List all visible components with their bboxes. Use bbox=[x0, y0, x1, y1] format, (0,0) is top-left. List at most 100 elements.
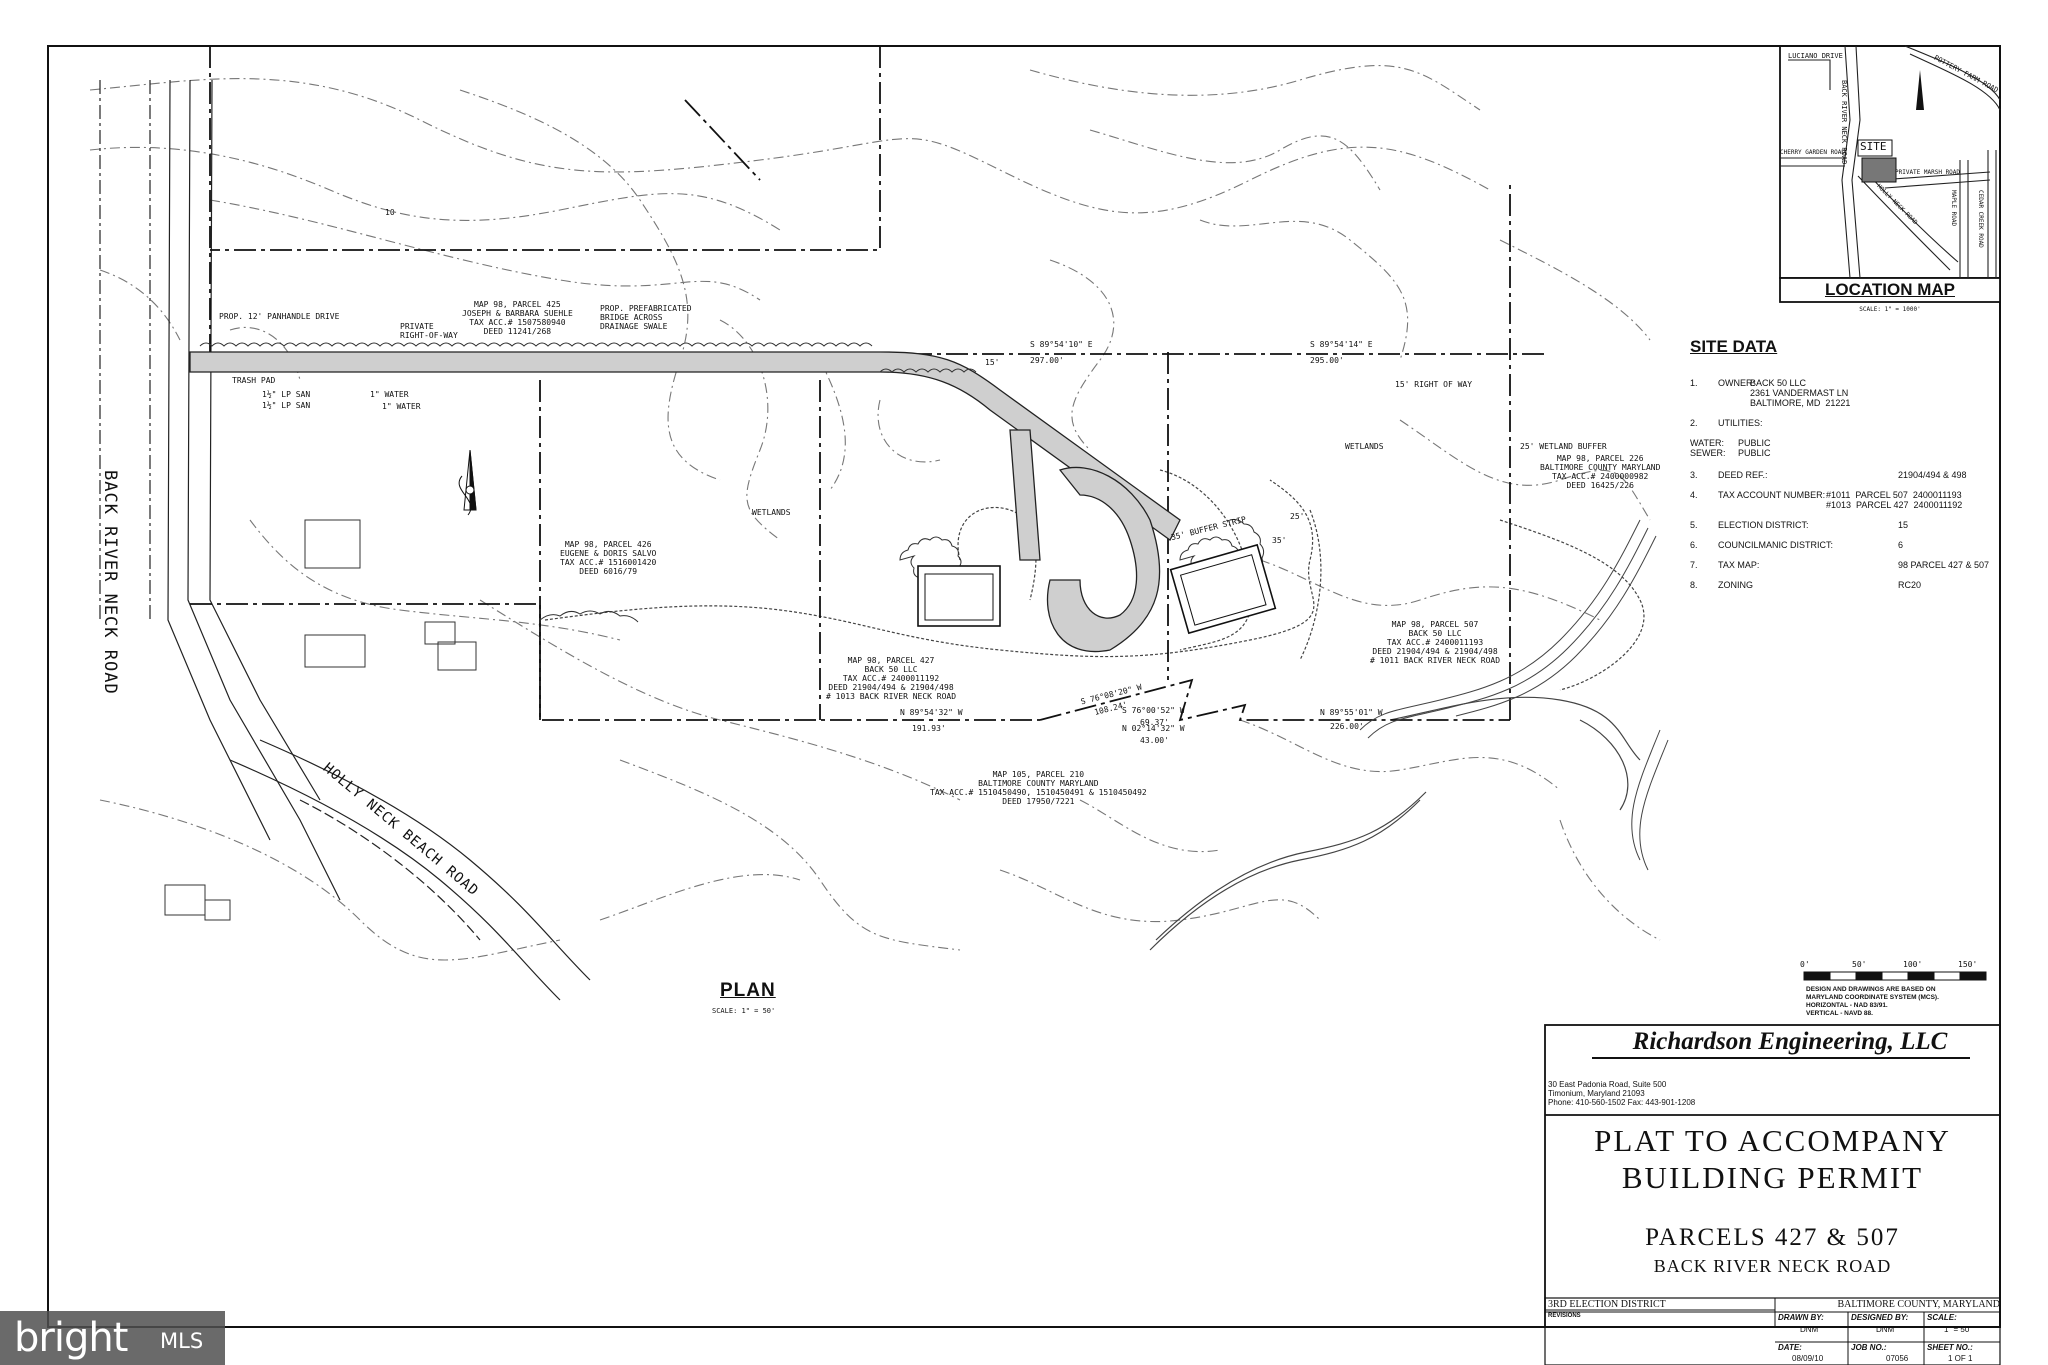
site-data-title: SITE DATA bbox=[1690, 337, 1778, 356]
parcel-210-line-2: BALTIMORE COUNTY MARYLAND bbox=[978, 779, 1099, 788]
road-label-back-river-neck: BACK RIVER NECK ROAD bbox=[100, 470, 120, 695]
address-line-1: 30 East Padonia Road, Suite 500 bbox=[1548, 1080, 1667, 1089]
scale-note-line-2: MARYLAND COORDINATE SYSTEM (MCS). bbox=[1806, 994, 1939, 1001]
parcel-425-line-4: DEED 11241/268 bbox=[483, 327, 552, 336]
parcel-507-line-5: # 1011 BACK RIVER NECK ROAD bbox=[1370, 656, 1501, 665]
property-boundary bbox=[190, 46, 1545, 722]
parcel-210-line-4: DEED 17950/7221 bbox=[1002, 797, 1075, 806]
label-row-15: 15' RIGHT OF WAY bbox=[1395, 380, 1473, 389]
topo-contours bbox=[89, 65, 1661, 961]
plan-scale: SCALE: 1" = 50' bbox=[712, 1007, 776, 1015]
sheet-label: SHEET NO.: bbox=[1927, 1343, 1973, 1352]
company-name: Richardson Engineering, LLC bbox=[1632, 1028, 1948, 1055]
label-bearing-6: N 02°14'32" W bbox=[1122, 724, 1185, 733]
shoreline bbox=[1359, 519, 1669, 871]
sheet-value: 1 OF 1 bbox=[1948, 1354, 1973, 1363]
location-map-site-parcel bbox=[1861, 157, 1897, 183]
sheet-border bbox=[47, 45, 2001, 1328]
panhandle-drive bbox=[189, 351, 1181, 653]
title-block-lower bbox=[1544, 1297, 2001, 1365]
graphic-scale-bar bbox=[1803, 971, 1987, 981]
label-private-row-1: PRIVATE bbox=[400, 322, 434, 331]
label-lp-san-2: 1½" LP SAN bbox=[262, 401, 311, 410]
designed-by-label: DESIGNED BY: bbox=[1851, 1313, 1909, 1322]
label-panhandle: PROP. 12' PANHANDLE DRIVE bbox=[219, 312, 340, 321]
label-trash-pad: TRASH PAD bbox=[232, 376, 276, 385]
plat-title: PLAT TO ACCOMPANY BUILDING PERMIT bbox=[1545, 1122, 2000, 1196]
parcel-226-line-2: BALTIMORE COUNTY MARYLAND bbox=[1540, 463, 1661, 472]
parcel-210-line-3: TAX ACC.# 1510450490, 1510450491 & 15104… bbox=[930, 788, 1147, 797]
location-map-road-luciano: LUCIANO DRIVE bbox=[1788, 52, 1843, 60]
label-parcel-425: MAP 98, PARCEL 425 JOSEPH & BARBARA SUEH… bbox=[462, 300, 573, 336]
label-water-2: 1" WATER bbox=[382, 402, 421, 411]
parcel-426-line-4: DEED 6016/79 bbox=[579, 567, 638, 576]
label-dist-7: 226.00' bbox=[1330, 722, 1364, 731]
label-contour-10: 10 bbox=[385, 208, 395, 217]
label-bearing-3: N 89°54'32" W bbox=[900, 708, 963, 717]
label-bridge-2: BRIDGE ACROSS bbox=[600, 313, 663, 322]
label-dist-6: 43.00' bbox=[1140, 736, 1169, 745]
wetland-boundaries bbox=[544, 469, 1645, 951]
location-map-north-icon bbox=[1916, 70, 1924, 110]
scale-note-line-1: DESIGN AND DRAWINGS ARE BASED ON bbox=[1806, 986, 1936, 993]
label-lp-san-1: 1½" LP SAN bbox=[262, 390, 311, 399]
scale-value: 1" = 50' bbox=[1944, 1325, 1971, 1334]
scale-note: DESIGN AND DRAWINGS ARE BASED ON MARYLAN… bbox=[1806, 986, 1939, 1018]
location-map-road-maple: MAPLE ROAD bbox=[1950, 190, 1957, 227]
back-river-neck-road bbox=[99, 79, 341, 901]
parcel-226-line-1: MAP 98, PARCEL 226 bbox=[1556, 454, 1644, 463]
label-bearing-2: S 89°54'14" E bbox=[1310, 340, 1373, 349]
parcel-226-line-4: DEED 16425/226 bbox=[1566, 481, 1634, 490]
parcel-507-line-4: DEED 21904/494 & 21904/498 bbox=[1372, 647, 1498, 656]
parcel-507-line-2: BACK 50 LLC bbox=[1408, 629, 1462, 638]
address-line-2: Timonium, Maryland 21093 bbox=[1548, 1089, 1645, 1098]
location-map-road-cedar: CEDAR CREEK ROAD bbox=[1977, 190, 1984, 248]
election-district: 3RD ELECTION DISTRICT bbox=[1548, 1299, 1666, 1310]
scale-note-line-4: VERTICAL - NAVD 88. bbox=[1806, 1010, 1873, 1017]
scale-note-line-3: HORIZONTAL - NAD 83/91. bbox=[1806, 1002, 1888, 1009]
label-parcel-210: MAP 105, PARCEL 210 BALTIMORE COUNTY MAR… bbox=[930, 770, 1147, 806]
parcel-425-line-1: MAP 98, PARCEL 425 bbox=[474, 300, 561, 309]
parcel-427-line-1: MAP 98, PARCEL 427 bbox=[847, 656, 935, 665]
label-private-row-2: RIGHT-OF-WAY bbox=[400, 331, 458, 340]
label-bearing-7: N 89°55'01" W bbox=[1320, 708, 1383, 717]
parcel-425-line-3: TAX ACC.# 1507580940 bbox=[469, 318, 566, 327]
location-map-site-box bbox=[1857, 139, 1893, 157]
proposed-buildings bbox=[917, 543, 1277, 635]
label-wetlands-1: WETLANDS bbox=[752, 508, 791, 517]
job-label: JOB NO.: bbox=[1851, 1343, 1887, 1352]
label-dist-1: 297.00' bbox=[1030, 356, 1064, 365]
parcel-427-line-2: BACK 50 LLC bbox=[864, 665, 918, 674]
label-parcel-226: MAP 98, PARCEL 226 BALTIMORE COUNTY MARY… bbox=[1540, 454, 1660, 490]
label-dist-5: 69.37' bbox=[1140, 718, 1169, 727]
parcel-507-line-3: TAX ACC.# 2400011193 bbox=[1386, 638, 1484, 647]
scale-tick-0: 0' bbox=[1800, 960, 1810, 969]
parcel-426-line-2: EUGENE & DORIS SALVO bbox=[560, 549, 657, 558]
label-parcel-507: MAP 98, PARCEL 507 BACK 50 LLC TAX ACC.#… bbox=[1370, 620, 1500, 665]
label-bridge-3: DRAINAGE SWALE bbox=[600, 322, 668, 331]
label-water-1: 1" WATER bbox=[370, 390, 409, 399]
parcel-210-line-1: MAP 105, PARCEL 210 bbox=[992, 770, 1085, 779]
scale-tick-100: 100' bbox=[1903, 960, 1923, 969]
label-parcel-426: MAP 98, PARCEL 426 EUGENE & DORIS SALVO … bbox=[560, 540, 656, 576]
location-map-roads bbox=[1780, 45, 2001, 279]
label-dim-35: 35' bbox=[1272, 536, 1287, 545]
location-map-road-marsh: PRIVATE MARSH ROAD bbox=[1895, 169, 1961, 176]
designed-by-value: DNM bbox=[1876, 1325, 1895, 1334]
parcel-426-line-3: TAX ACC.# 1516001420 bbox=[560, 558, 657, 567]
location-map-scale: SCALE: 1" = 1000' bbox=[1859, 306, 1921, 313]
location-map-frame bbox=[1779, 45, 2001, 303]
label-dim-25: 25' bbox=[1290, 512, 1305, 521]
company-address: 30 East Padonia Road, Suite 500 Timonium… bbox=[1548, 1080, 1695, 1107]
parcel-427-line-3: TAX ACC.# 2400011192 bbox=[842, 674, 940, 683]
drawn-by-value: DNM bbox=[1800, 1325, 1819, 1334]
plat-title-line-2: BUILDING PERMIT bbox=[1621, 1160, 1924, 1195]
north-arrow-icon bbox=[458, 449, 477, 516]
job-value: 07056 bbox=[1886, 1354, 1909, 1363]
plan-title: PLAN bbox=[720, 980, 776, 1001]
location-map-title: LOCATION MAP bbox=[1824, 280, 1955, 299]
label-dist-2: 295.00' bbox=[1310, 356, 1344, 365]
plat-title-line-1: PLAT TO ACCOMPANY bbox=[1594, 1123, 1951, 1158]
